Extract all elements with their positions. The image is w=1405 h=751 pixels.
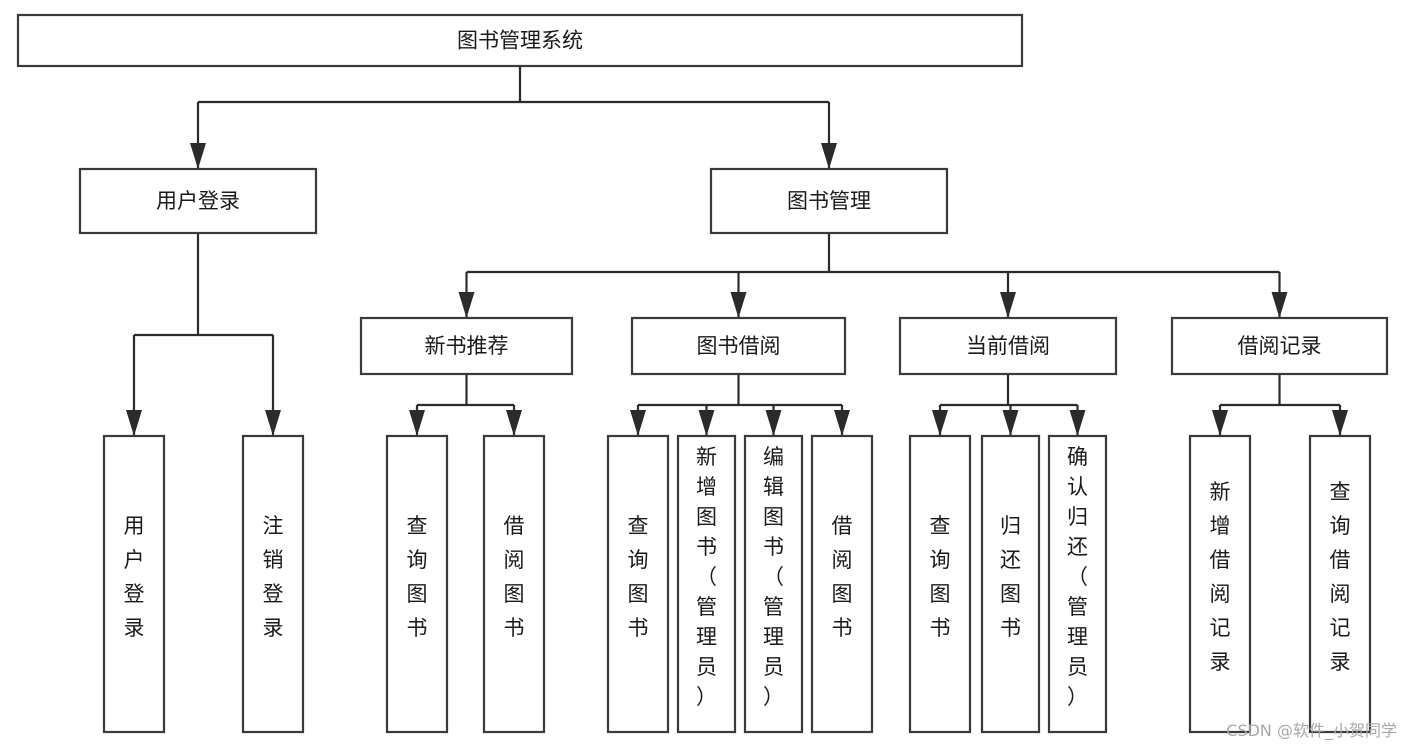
arrow-head-icon xyxy=(698,410,715,436)
node-book-borrow-label: 图书借阅 xyxy=(697,334,781,358)
node-leaf-logout-login-box[interactable] xyxy=(241,434,305,734)
arrow-head-icon xyxy=(1332,410,1348,436)
arrow-head-icon xyxy=(1002,410,1019,436)
node-leaf-add-book-box[interactable] xyxy=(676,434,737,734)
node-leaf-query-record-label: 查询借阅记录 xyxy=(1330,480,1351,674)
node-leaf-query-book-2-label: 查询图书 xyxy=(628,514,649,640)
node-user-login-label: 用户登录 xyxy=(156,189,240,213)
node-leaf-borrow-book-2-box[interactable] xyxy=(810,434,874,734)
node-borrow-record-label: 借阅记录 xyxy=(1238,334,1322,358)
node-leaf-query-book-3-label: 查询图书 xyxy=(930,514,951,640)
node-leaf-return-book-label: 归还图书 xyxy=(1000,514,1021,640)
node-current-borrow-label: 当前借阅 xyxy=(966,334,1050,358)
node-root-box[interactable] xyxy=(16,13,1024,68)
arrow-head-icon xyxy=(1069,410,1086,436)
arrow-head-icon xyxy=(821,143,837,169)
arrow-head-icon xyxy=(1212,410,1228,436)
arrow-head-icon xyxy=(190,143,206,169)
arrow-head-icon xyxy=(265,410,281,436)
arrow-head-icon xyxy=(730,292,747,318)
node-leaf-add-record-box[interactable] xyxy=(1188,434,1252,734)
node-user-login-box[interactable] xyxy=(78,167,318,235)
node-new-book-recommend-label: 新书推荐 xyxy=(425,334,509,358)
node-leaf-edit-book-box[interactable] xyxy=(743,434,804,734)
arrow-head-icon xyxy=(1271,292,1288,318)
node-leaf-query-record-box[interactable] xyxy=(1308,434,1372,734)
node-leaf-add-book-label: 新增图书（管理员） xyxy=(696,445,717,709)
arrow-head-icon xyxy=(409,410,425,436)
node-current-borrow-box[interactable] xyxy=(898,316,1118,376)
arrow-head-icon xyxy=(1000,292,1016,318)
node-leaf-user-login-label: 用户登录 xyxy=(124,514,145,640)
node-book-manage-box[interactable] xyxy=(709,167,949,235)
node-leaf-query-book-1-box[interactable] xyxy=(385,434,449,734)
node-leaf-confirm-return-box[interactable] xyxy=(1047,434,1108,734)
node-leaf-user-login-box[interactable] xyxy=(102,434,166,734)
arrow-head-icon xyxy=(506,410,522,436)
node-leaf-borrow-book-2-label: 借阅图书 xyxy=(832,514,853,640)
arrow-head-icon xyxy=(834,410,850,436)
node-new-book-recommend-box[interactable] xyxy=(359,316,574,376)
arrow-head-icon xyxy=(630,410,646,436)
arrow-head-icon xyxy=(126,410,142,436)
arrow-head-icon xyxy=(458,292,475,318)
arrow-head-icon xyxy=(765,410,782,436)
node-leaf-edit-book-label: 编辑图书（管理员） xyxy=(763,445,784,709)
node-leaf-query-book-2-box[interactable] xyxy=(606,434,670,734)
node-leaf-borrow-book-1-box[interactable] xyxy=(482,434,546,734)
node-leaf-borrow-book-1-label: 借阅图书 xyxy=(504,514,525,640)
node-root-label: 图书管理系统 xyxy=(457,29,583,53)
node-leaf-logout-login-label: 注销登录 xyxy=(263,514,284,640)
node-book-manage-label: 图书管理 xyxy=(787,189,871,213)
node-leaf-confirm-return-label: 确认归还（管理员） xyxy=(1067,445,1088,709)
node-borrow-record-box[interactable] xyxy=(1170,316,1389,376)
node-leaf-query-book-1-label: 查询图书 xyxy=(407,514,428,640)
node-leaf-query-book-3-box[interactable] xyxy=(908,434,972,734)
node-leaf-return-book-box[interactable] xyxy=(980,434,1041,734)
arrow-head-icon xyxy=(932,410,948,436)
node-leaf-add-record-label: 新增借阅记录 xyxy=(1210,480,1231,674)
node-book-borrow-box[interactable] xyxy=(630,316,847,376)
